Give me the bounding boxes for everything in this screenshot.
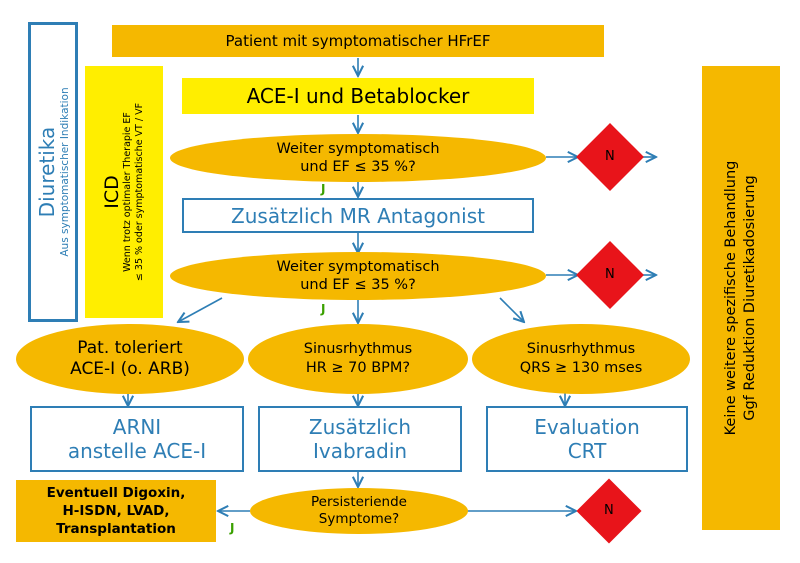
sinus-qrs-line-2: QRS ≥ 130 mses: [519, 360, 643, 376]
icd-subtitle-1: Wenn trotz optimaler Therapie EF: [122, 112, 133, 272]
no-further-treatment-line-1: Keine weitere spezifische Behandlung: [723, 160, 739, 436]
persisting-line-1: Persisteriende: [311, 494, 407, 510]
mr-antagonist-box: Zusätzlich MR Antagonist: [182, 198, 534, 233]
decision-1-line-2: und EF ≤ 35 %?: [300, 159, 416, 175]
no-label-1: N: [605, 149, 615, 164]
ellipse-sinus-qrs: Sinusrhythmus QRS ≥ 130 mses: [472, 324, 690, 394]
no-further-treatment-box: Keine weitere spezifische Behandlung Ggf…: [702, 66, 780, 530]
arni-line-1: ARNI: [112, 415, 162, 439]
patient-hfref-label: Patient mit symptomatischer HFrEF: [225, 32, 491, 50]
crt-box: Evaluation CRT: [486, 406, 688, 472]
sinus-hr-line-2: HR ≥ 70 BPM?: [305, 360, 411, 376]
mr-antagonist-label: Zusätzlich MR Antagonist: [231, 203, 485, 228]
digoxin-line-3: Transplantation: [56, 521, 176, 537]
no-label-3: N: [604, 503, 614, 518]
ellipse-sinus-hr: Sinusrhythmus HR ≥ 70 BPM?: [248, 324, 468, 394]
crt-line-1: Evaluation: [534, 415, 640, 439]
tolerates-ace-line-2: ACE-I (o. ARB): [70, 359, 190, 379]
diuretika-title: Diuretika: [34, 126, 59, 218]
sinus-qrs-line-1: Sinusrhythmus: [526, 341, 636, 357]
sinus-hr-line-1: Sinusrhythmus: [303, 341, 413, 357]
decision-2-line-2: und EF ≤ 35 %?: [300, 277, 416, 293]
decision-2-line-1: Weiter symptomatisch: [276, 259, 440, 275]
decision-symptomatic-ef-2: Weiter symptomatisch und EF ≤ 35 %?: [170, 252, 546, 300]
ellipse-tolerates-ace: Pat. toleriert ACE-I (o. ARB): [16, 324, 244, 394]
no-label-2: N: [605, 267, 615, 282]
diuretika-subtitle: Aus symptomatischer Indikation: [58, 87, 71, 257]
yes-label-3: J: [230, 521, 235, 535]
ivabradin-box: Zusätzlich Ivabradin: [258, 406, 462, 472]
ace-betablocker-box: ACE-I und Betablocker: [182, 78, 534, 114]
decision-persisting-symptoms: Persisteriende Symptome?: [250, 488, 468, 534]
persisting-line-2: Symptome?: [318, 511, 400, 527]
decision-symptomatic-ef-1: Weiter symptomatisch und EF ≤ 35 %?: [170, 134, 546, 182]
ivabradin-line-1: Zusätzlich: [308, 415, 412, 439]
icd-box: ICD Wenn trotz optimaler Therapie EF ≤ 3…: [85, 66, 163, 318]
decision-1-line-1: Weiter symptomatisch: [276, 141, 440, 157]
digoxin-line-2: H-ISDN, LVAD,: [62, 503, 170, 519]
diuretika-box: Diuretika Aus symptomatischer Indikation: [28, 22, 78, 322]
yes-label-2: J: [321, 302, 326, 316]
arni-box: ARNI anstelle ACE-I: [30, 406, 244, 472]
ivabradin-line-2: Ivabradin: [312, 439, 408, 463]
arni-line-2: anstelle ACE-I: [67, 439, 207, 463]
tolerates-ace-line-1: Pat. toleriert: [77, 338, 183, 358]
crt-line-2: CRT: [567, 439, 607, 463]
icd-title: ICD: [101, 175, 123, 209]
yes-label-1: J: [321, 182, 326, 196]
no-further-treatment-line-2: Ggf Reduktion Diuretikadosierung: [742, 175, 758, 421]
digoxin-line-1: Eventuell Digoxin,: [46, 485, 186, 501]
digoxin-box: Eventuell Digoxin, H-ISDN, LVAD, Transpl…: [16, 480, 216, 542]
icd-subtitle-2: ≤ 35 % oder symptomatische VT / VF: [134, 102, 145, 282]
ace-betablocker-label: ACE-I und Betablocker: [246, 84, 470, 108]
patient-hfref-box: Patient mit symptomatischer HFrEF: [112, 25, 604, 57]
